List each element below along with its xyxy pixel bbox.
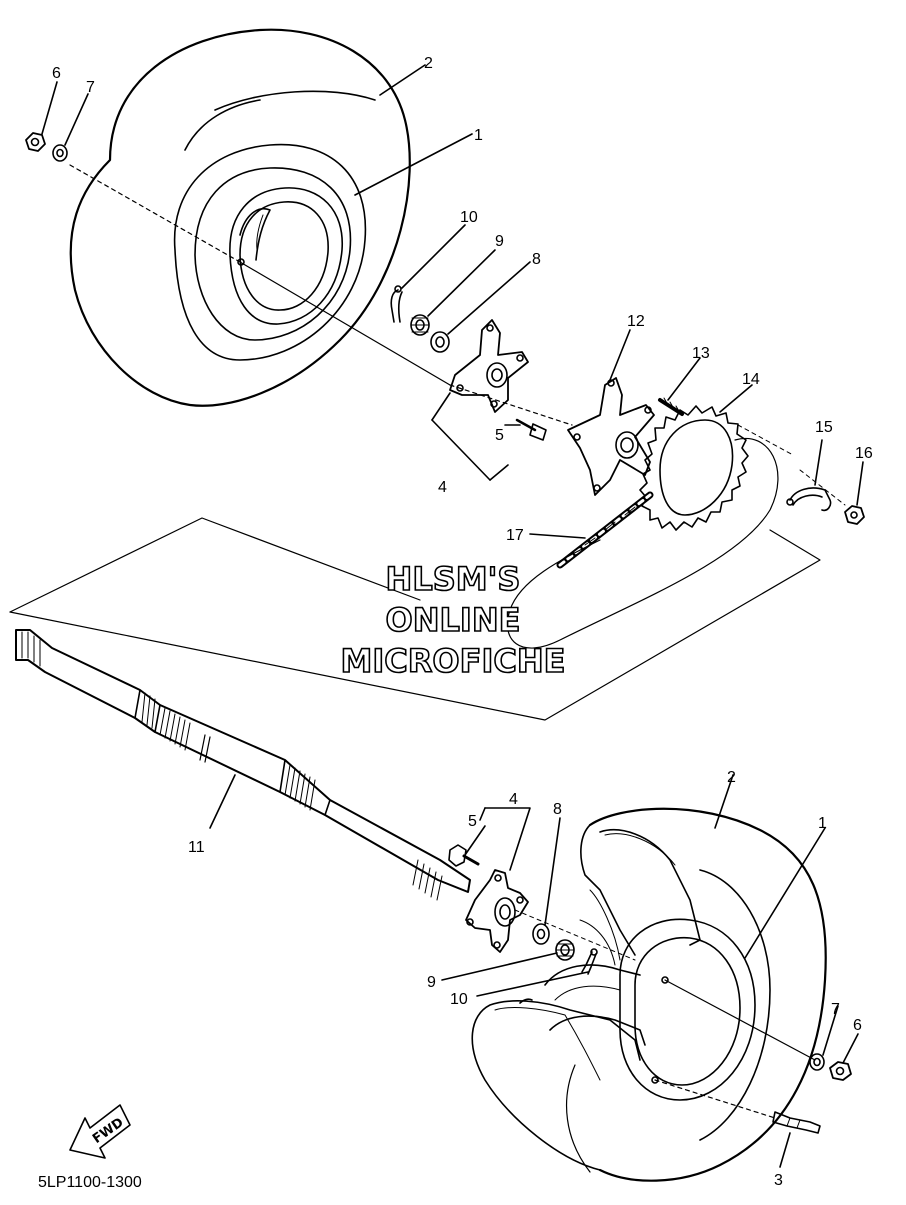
callout-7-lower: 7 [831, 1001, 840, 1018]
lower-washer-7 [809, 1053, 825, 1071]
lower-tire [471, 807, 827, 1182]
callout-1-upper: 1 [474, 127, 483, 144]
valve-stem-3 [772, 1111, 821, 1134]
upper-tire [69, 28, 411, 407]
sprocket-14 [639, 405, 749, 531]
watermark-line-2: ONLINE [386, 601, 521, 639]
callout-14: 14 [742, 371, 760, 388]
lower-nut-6 [829, 1061, 852, 1081]
upper-bolt-5 [515, 418, 547, 441]
lower-castle-nut-9 [555, 939, 575, 961]
upper-hub-4 [449, 319, 529, 413]
callout-8-upper: 8 [532, 251, 541, 268]
lower-rim [544, 889, 756, 1101]
callout-4-upper: 4 [438, 479, 447, 496]
watermark: HLSM'S ONLINE MICROFICHE [340, 559, 567, 681]
upper-washer-7 [52, 144, 68, 162]
callout-10-lower: 10 [450, 991, 468, 1008]
callout-12: 12 [627, 313, 645, 330]
sprocket-hub-12 [567, 377, 655, 496]
upper-rim [229, 187, 343, 325]
callout-7-upper: 7 [86, 79, 95, 96]
watermark-line-3: MICROFICHE [341, 642, 566, 680]
watermark-line-1: HLSM'S [386, 560, 521, 598]
lower-washer-8 [532, 923, 550, 945]
callout-13: 13 [692, 345, 710, 362]
upper-castle-nut-9 [410, 314, 430, 336]
callout-16: 16 [855, 445, 873, 462]
fwd-arrow-icon [69, 1104, 131, 1159]
callout-9-lower: 9 [427, 974, 436, 991]
upper-cotter-pin-10 [390, 285, 403, 323]
callout-1-lower: 1 [818, 815, 827, 832]
axle-11 [15, 629, 471, 901]
lower-bolt-5 [448, 844, 480, 867]
upper-callouts: 6 7 2 1 10 9 8 12 13 14 15 16 5 4 17 [52, 55, 873, 544]
drawing-code: 5LP1100-1300 [38, 1174, 142, 1191]
callout-2-lower: 2 [727, 769, 736, 786]
callout-5-upper: 5 [495, 427, 504, 444]
callout-2-upper: 2 [424, 55, 433, 72]
nut-16 [844, 505, 865, 525]
chain-17 [556, 491, 654, 569]
callout-9-upper: 9 [495, 233, 504, 250]
callout-3: 3 [774, 1172, 783, 1189]
callout-17: 17 [506, 527, 524, 544]
callout-11: 11 [188, 839, 205, 856]
upper-nut-6 [25, 132, 46, 152]
callout-6-lower: 6 [853, 1017, 862, 1034]
lower-hub-4 [465, 869, 529, 953]
callout-15: 15 [815, 419, 833, 436]
callout-8-lower: 8 [553, 801, 562, 818]
callout-5-lower: 5 [468, 813, 477, 830]
lower-cotter-pin-10 [581, 948, 598, 975]
lower-callouts: 11 4 5 8 9 10 2 1 7 6 3 [188, 769, 862, 1189]
clip-15 [786, 487, 832, 512]
upper-washer-8 [430, 331, 450, 353]
callout-4-lower: 4 [509, 791, 518, 808]
callout-10-upper: 10 [460, 209, 478, 226]
callout-6-upper: 6 [52, 65, 61, 82]
